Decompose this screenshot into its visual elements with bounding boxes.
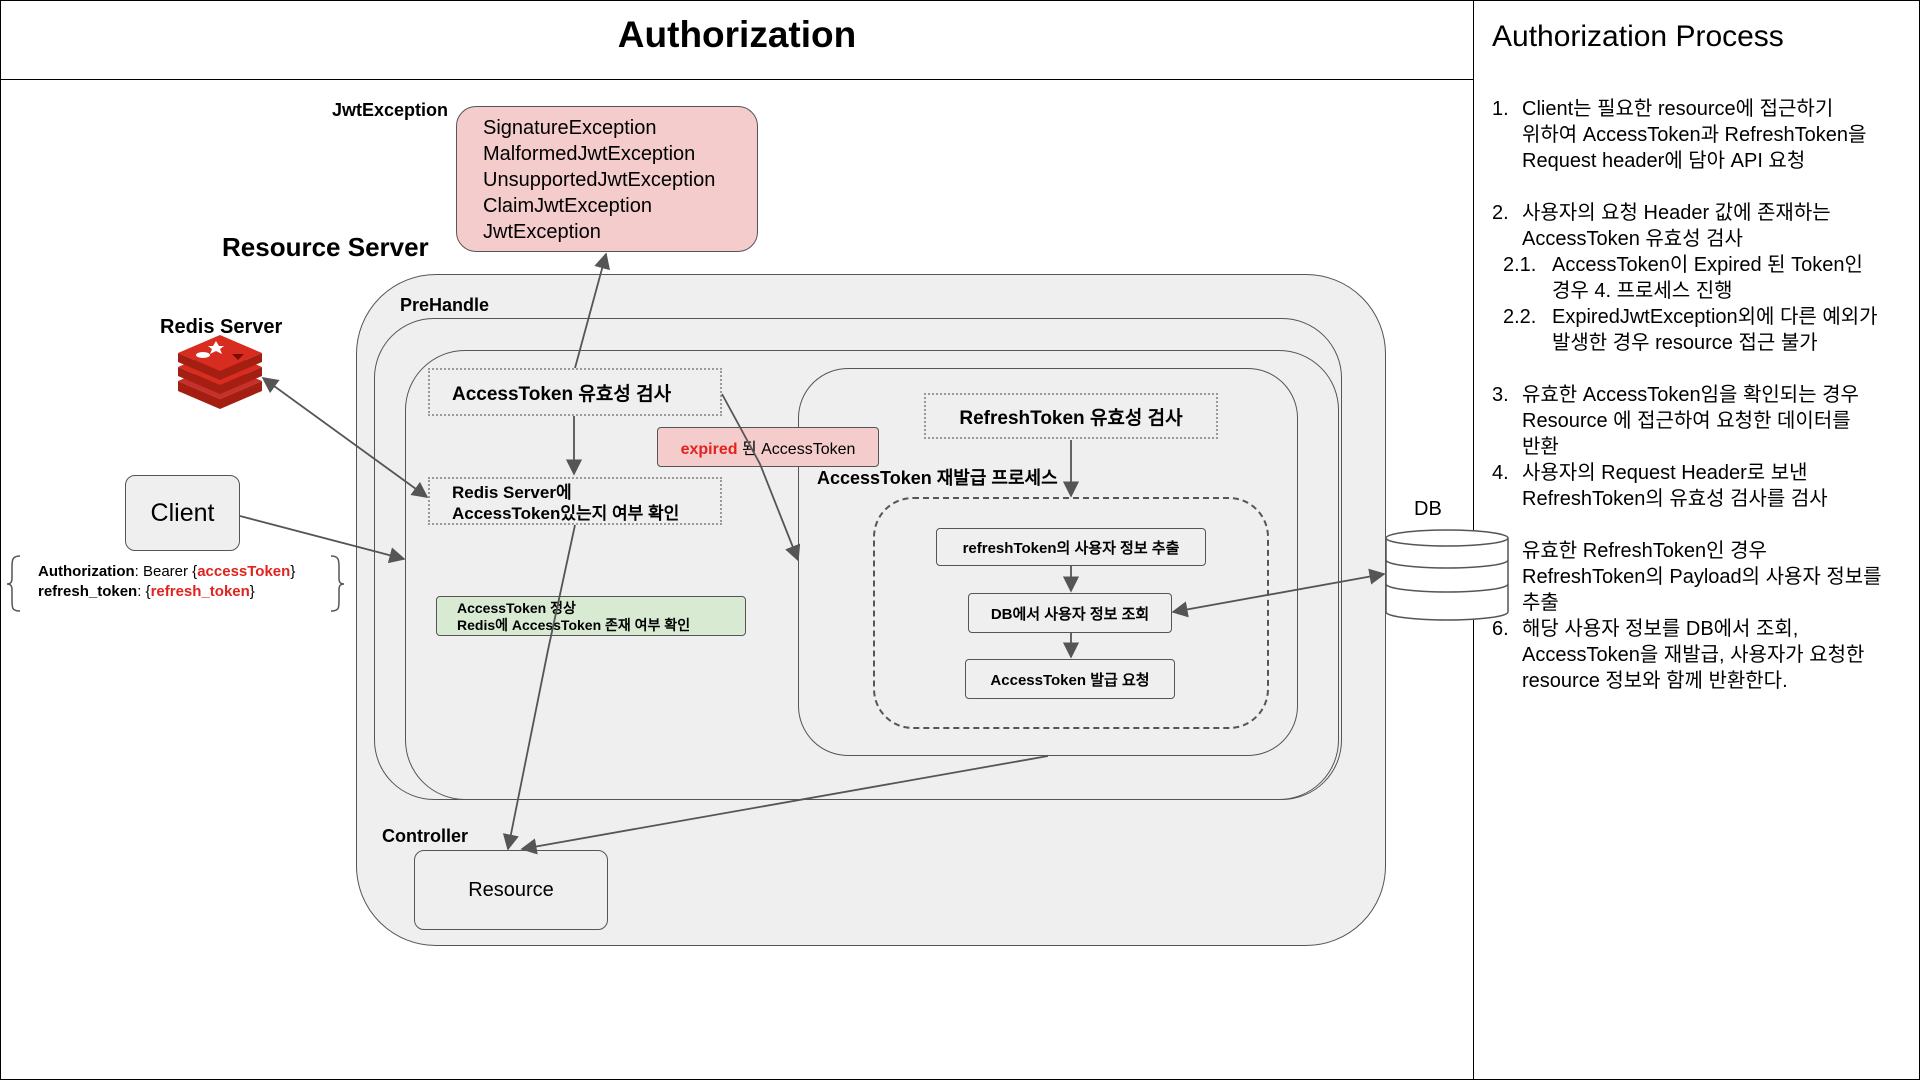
process-step-text: 반환: [1522, 436, 1559, 458]
process-step-text: 위하여 AccessToken과 RefreshToken을: [1522, 124, 1867, 146]
auth-header-braces: [6, 555, 345, 612]
prehandle-label: PreHandle: [400, 295, 490, 315]
redis-check: Redis Server에 AccessToken있는지 여부 확인: [428, 477, 722, 525]
process-step-text: resource 정보와 함께 반환한다.: [1522, 670, 1788, 692]
exception-item: JwtException: [483, 221, 601, 243]
process-step-number: 2.: [1492, 202, 1509, 224]
process-step-text: AccessToken이 Expired 된 Token인: [1552, 254, 1863, 276]
redis-icon: [178, 335, 262, 409]
reissue-step-extract: refreshToken의 사용자 정보 추출: [936, 528, 1206, 566]
access-token-check: AccessToken 유효성 검사: [428, 368, 722, 416]
exception-item: SignatureException: [483, 117, 657, 139]
db-label: DB: [1414, 498, 1442, 520]
process-panel-title: Authorization Process: [1492, 20, 1784, 53]
process-step-text: RefreshToken의 Payload의 사용자 정보를: [1522, 566, 1882, 588]
access-token-normal-label: AccessToken 정상 Redis에 AccessToken 존재 여부 …: [436, 596, 746, 636]
reissue-step-issue: AccessToken 발급 요청: [965, 659, 1175, 699]
jwt-exception-box: SignatureException MalformedJwtException…: [456, 106, 758, 252]
process-step-number: 2.1.: [1503, 254, 1537, 276]
process-step-text: Resource 에 접근하여 요청한 데이터를: [1522, 410, 1851, 432]
jwt-exception-label: JwtException: [332, 100, 449, 120]
process-step-text: RefreshToken의 유효성 검사를 검사: [1522, 488, 1828, 510]
process-step-text: 경우 4. 프로세스 진행: [1552, 280, 1733, 302]
process-step-text: 유효한 AccessToken임을 확인되는 경우: [1522, 384, 1859, 406]
process-step-number: 2.2.: [1503, 306, 1537, 328]
database-icon: [1385, 529, 1509, 621]
process-step-text: 해당 사용자 정보를 DB에서 조회,: [1522, 618, 1799, 640]
controller-label: Controller: [382, 826, 469, 846]
refresh-box: [798, 368, 1298, 756]
arrow-expired-to-refresh: [721, 393, 801, 562]
process-step-text: AccessToken 유효성 검사: [1522, 228, 1743, 250]
process-step-number: 1.: [1492, 98, 1509, 120]
refresh-token-check: RefreshToken 유효성 검사: [924, 393, 1218, 439]
process-step-text: 사용자의 요청 Header 값에 존재하는: [1522, 202, 1831, 224]
process-step-text: 발생한 경우 resource 접근 불가: [1552, 332, 1818, 354]
process-step-text: AccessToken을 재발급, 사용자가 요청한: [1522, 644, 1865, 666]
process-step-text: 유효한 RefreshToken인 경우: [1522, 540, 1767, 562]
page-title: Authorization: [617, 14, 857, 55]
arrow-to-jwt-exception: [574, 252, 610, 369]
process-step-number: 4.: [1492, 462, 1509, 484]
client-label: Client: [150, 498, 215, 527]
process-step-number: 6.: [1492, 618, 1509, 640]
process-step-number: 3.: [1492, 384, 1509, 406]
process-step-text: ExpiredJwtException외에 다른 예외가: [1552, 306, 1878, 328]
exception-item: UnsupportedJwtException: [483, 169, 716, 191]
exception-item: MalformedJwtException: [483, 143, 696, 165]
process-step-text: 추출: [1522, 592, 1559, 614]
process-step-text: Client는 필요한 resource에 접근하기: [1522, 98, 1834, 120]
arrow-redis-bidirectional: [261, 377, 429, 498]
exception-item: ClaimJwtException: [483, 195, 652, 217]
arrow-redis-check-to-resource: [502, 524, 576, 851]
arrow-client-to-resource-server: [239, 515, 406, 564]
arrow-db-bidirectional: [1171, 568, 1386, 618]
auth-headers: Authorization: Bearer {accessToken} refr…: [38, 563, 296, 600]
process-step-text: Request header에 담아 API 요청: [1522, 150, 1806, 172]
arrow-refresh-to-resource: [520, 755, 1049, 855]
process-step-text: 사용자의 Request Header로 보낸: [1522, 462, 1808, 484]
expired-access-token-label: expired 된 AccessToken: [657, 427, 879, 467]
reissue-process-label: AccessToken 재발급 프로세스: [817, 468, 1058, 488]
resource-server-label: Resource Server: [222, 232, 429, 262]
client-box: Client: [125, 475, 240, 551]
redis-server-label: Redis Server: [160, 316, 283, 338]
